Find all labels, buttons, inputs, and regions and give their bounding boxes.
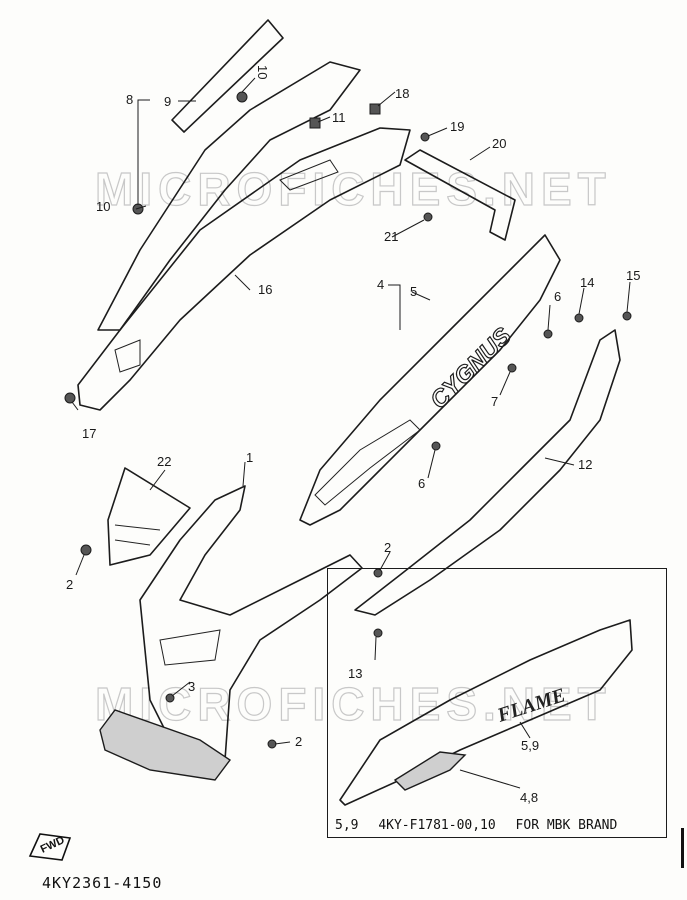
- inset-caption: 5,9 4KY-F1781-00,10 FOR MBK BRAND: [335, 818, 629, 833]
- callout-9: 9: [164, 94, 171, 109]
- callout-17: 17: [82, 426, 96, 441]
- callout-12: 12: [578, 457, 592, 472]
- fastener-screws: [64, 91, 632, 749]
- part-22-ribs: [114, 524, 161, 546]
- part-20-rail: [404, 149, 516, 241]
- callout-labels: 1 2 2 2 3 4 5 6 6 7 8 9 10 10 11 12 13 1…: [66, 65, 640, 805]
- callout-3: 3: [188, 679, 195, 694]
- part-1-lens: [159, 629, 221, 666]
- watermark-bottom: MICROFICHES.NET: [95, 678, 612, 730]
- callout-6-upper: 6: [554, 289, 561, 304]
- callout-16: 16: [258, 282, 272, 297]
- mbk-inset-frame: [327, 568, 667, 838]
- callout-2-left: 2: [66, 577, 73, 592]
- callout-21: 21: [384, 229, 398, 244]
- part-12-side-cover: [354, 329, 621, 616]
- callout-15: 15: [626, 268, 640, 283]
- callout-22: 22: [157, 454, 171, 469]
- callout-19: 19: [450, 119, 464, 134]
- callout-7: 7: [491, 394, 498, 409]
- cygnus-decal: CYGNUS: [425, 323, 517, 415]
- callout-10-left: 10: [96, 199, 110, 214]
- callout-inset-5-9: 5,9: [521, 738, 539, 753]
- callout-1: 1: [246, 450, 253, 465]
- callout-14: 14: [580, 275, 594, 290]
- part-16-body-cover: [77, 127, 411, 411]
- inset-parts-ref: 5,9: [335, 818, 359, 833]
- fwd-arrow-icon: [28, 833, 72, 861]
- callout-20: 20: [492, 136, 506, 151]
- edge-mark: [681, 828, 684, 868]
- diagram-code: 4KY2361-4150: [42, 874, 163, 892]
- callout-10-top: 10: [255, 65, 270, 79]
- callout-18: 18: [395, 86, 409, 101]
- inset-grille: [393, 751, 467, 791]
- callout-6-lower: 6: [418, 476, 425, 491]
- part-8-side-cover: [97, 61, 361, 331]
- callout-inset-4-8: 4,8: [520, 790, 538, 805]
- callout-4: 4: [377, 277, 384, 292]
- part-4-side-cover: [299, 234, 561, 526]
- part-4-grille: [314, 419, 421, 506]
- inset-brand-note: FOR MBK BRAND: [515, 818, 618, 833]
- part-3-lower-front: [99, 709, 232, 781]
- callout-2-right: 2: [384, 540, 391, 555]
- callout-2-bottom: 2: [295, 734, 302, 749]
- callout-5: 5: [410, 284, 417, 299]
- part-16-vent: [114, 339, 141, 373]
- callout-8: 8: [126, 92, 133, 107]
- callout-13: 13: [348, 666, 362, 681]
- leader-lines: [71, 77, 631, 745]
- part-16-slot: [279, 159, 339, 191]
- inset-part-number: 4KY-F1781-00,10: [378, 818, 496, 833]
- part-22-inner-panel: [107, 467, 191, 566]
- part-9-strip: [171, 19, 284, 133]
- callout-11: 11: [332, 110, 346, 125]
